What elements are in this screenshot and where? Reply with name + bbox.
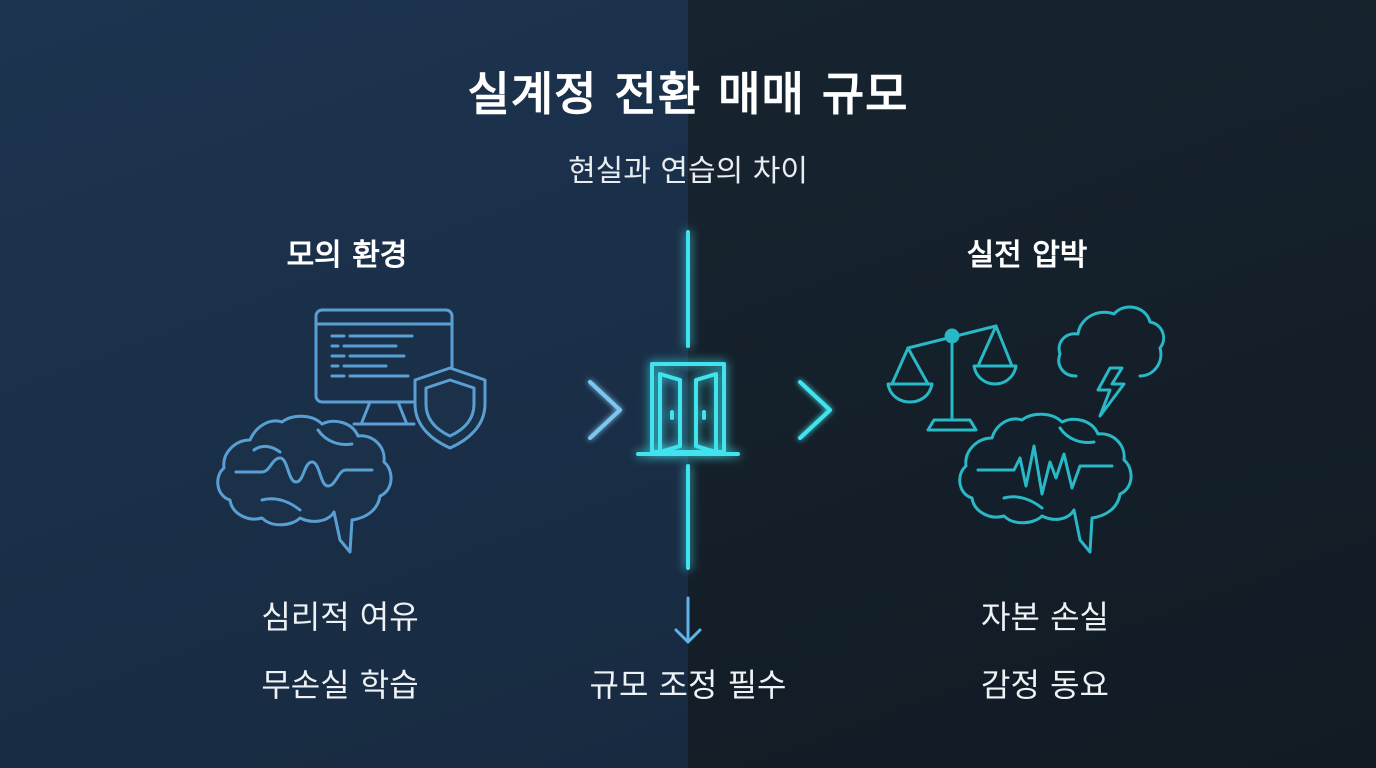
balance-scale-icon bbox=[886, 324, 1018, 432]
shield-icon bbox=[413, 366, 487, 450]
left-item-2: 무손실 학습 bbox=[261, 666, 419, 704]
page-title: 실계정 전환 매매 규모 bbox=[467, 67, 909, 121]
stressed-brain-icon bbox=[958, 412, 1133, 554]
calm-brain-icon bbox=[216, 414, 393, 554]
arrow-down-icon bbox=[674, 596, 702, 644]
simulation-panel-background bbox=[0, 0, 688, 768]
page-subtitle: 현실과 연습의 차이 bbox=[568, 154, 808, 189]
left-item-1: 심리적 여유 bbox=[261, 598, 419, 636]
monitor-code-icon bbox=[314, 308, 454, 426]
arrow-right-icon bbox=[740, 380, 832, 440]
left-heading: 모의 환경 bbox=[286, 238, 408, 273]
storm-cloud-icon bbox=[1057, 305, 1166, 418]
right-heading: 실전 압박 bbox=[966, 238, 1088, 273]
door-gateway-icon bbox=[636, 230, 740, 570]
arrow-right-icon bbox=[532, 380, 622, 440]
center-label: 규모 조정 필수 bbox=[589, 666, 787, 704]
right-item-1: 자본 손실 bbox=[981, 598, 1109, 636]
right-item-2: 감정 동요 bbox=[981, 666, 1109, 704]
